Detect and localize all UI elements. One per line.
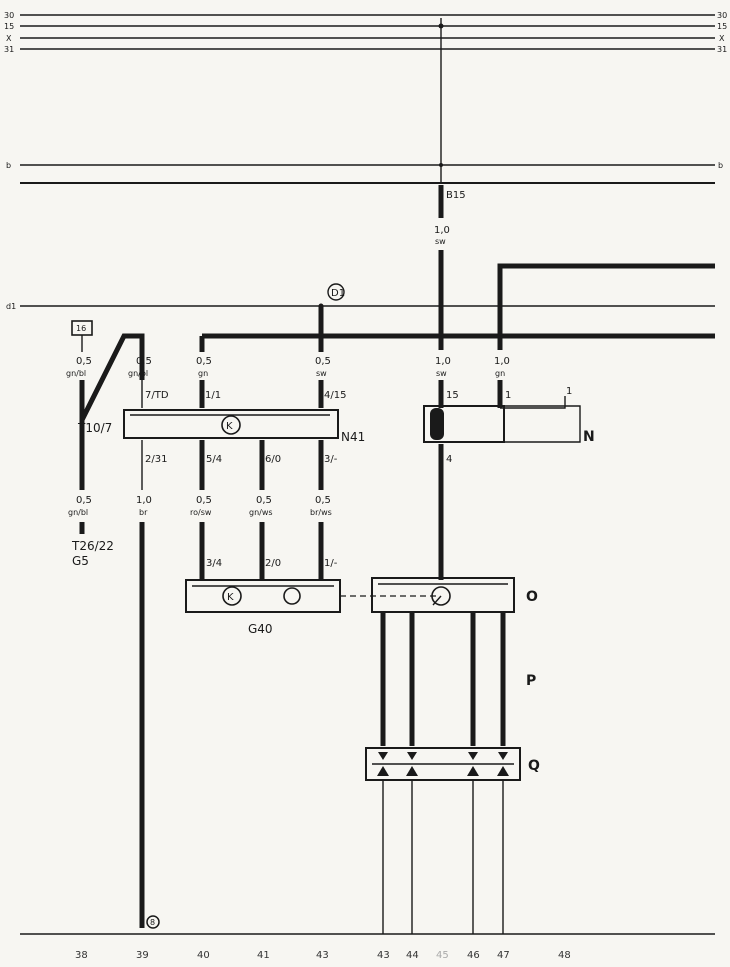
o-label: O: [526, 589, 538, 605]
g40-pin-3-4: 3/4: [206, 558, 222, 569]
svg-text:1,0: 1,0: [136, 495, 152, 506]
wire-top-size: 1,0: [434, 225, 450, 236]
rail-31-left: 31: [4, 45, 14, 54]
svg-text:gn/bl: gn/bl: [66, 369, 86, 378]
col-45: 45: [436, 950, 449, 961]
svg-text:sw: sw: [436, 369, 447, 378]
svg-text:1,0: 1,0: [494, 356, 510, 367]
component-o: O: [371, 577, 538, 613]
rail-x-left: X: [6, 34, 12, 43]
svg-text:gn: gn: [198, 369, 208, 378]
svg-text:0,5: 0,5: [76, 495, 92, 506]
column-numbers: 38 39 40 41 43 43 44 45 46 47 48: [75, 950, 571, 961]
lower-wire-labels: 0,5 gn/bl 1,0 br 0,5 ro/sw 0,5 gn/ws 0,5…: [68, 495, 332, 517]
col-41: 41: [257, 950, 270, 961]
n41-pin-6-0: 6/0: [265, 454, 281, 465]
rail-15-right: 15: [717, 22, 727, 31]
component-n41: K N41 7/TD 1/1 4/15 2/31 5/4 6/0 3/-: [123, 390, 365, 465]
col-43b: 43: [377, 950, 390, 961]
col-44: 44: [406, 950, 419, 961]
svg-text:0,5: 0,5: [76, 356, 92, 367]
q-label: Q: [528, 758, 540, 774]
svg-text:1,0: 1,0: [435, 356, 451, 367]
n41-pin-7td: 7/TD: [145, 390, 169, 401]
svg-text:br: br: [139, 508, 148, 517]
feed-15: B15 1,0 sw: [434, 18, 466, 350]
col-48: 48: [558, 950, 571, 961]
n41-pin-5-4: 5/4: [206, 454, 222, 465]
svg-text:gn: gn: [495, 369, 505, 378]
n-label: N: [583, 429, 595, 445]
col-40: 40: [197, 950, 210, 961]
n41-pin-1-1: 1/1: [205, 390, 221, 401]
rail-31-right: 31: [717, 45, 727, 54]
g40-pin-2-0: 2/0: [265, 558, 281, 569]
n-pin-15: 15: [446, 390, 459, 401]
col-39: 39: [136, 950, 149, 961]
svg-text:16: 16: [76, 324, 86, 333]
n41-label: N41: [341, 430, 365, 444]
svg-text:0,5: 0,5: [196, 495, 212, 506]
g40-k-symbol: K: [227, 592, 234, 603]
bus-rails: 30 15 X 31 30 15 X 31 b b d1: [4, 11, 727, 311]
svg-text:0,5: 0,5: [256, 495, 272, 506]
svg-text:0,5: 0,5: [315, 356, 331, 367]
g40-label: G40: [248, 622, 273, 636]
n41-pin-2-31: 2/31: [145, 454, 167, 465]
rail-d1-label: d1: [6, 302, 16, 311]
svg-text:sw: sw: [316, 369, 327, 378]
rail-b-label-right: b: [718, 161, 723, 170]
junction-b15: B15: [446, 190, 466, 201]
col-38: 38: [75, 950, 88, 961]
ground-point: 8: [146, 915, 160, 929]
component-q: Q: [365, 747, 540, 781]
connector-t10: T10/7: [77, 421, 112, 435]
component-n: N 15 1 1 4: [423, 386, 595, 465]
col-46: 46: [467, 950, 480, 961]
g40-pin-1: 1/-: [324, 558, 338, 569]
connector-t26: T26/22: [71, 539, 114, 553]
svg-text:gn/bl: gn/bl: [68, 508, 88, 517]
rail-x-right: X: [719, 34, 725, 43]
bundle-p: P: [380, 612, 536, 746]
svg-text:gn/ws: gn/ws: [249, 508, 273, 517]
rail-15-left: 15: [4, 22, 14, 31]
p-label: P: [526, 673, 536, 689]
svg-text:D1: D1: [331, 288, 345, 299]
gn-feed-wire: [497, 263, 715, 350]
svg-text:0,5: 0,5: [315, 495, 331, 506]
svg-text:0,5: 0,5: [196, 356, 212, 367]
upper-wire-labels: 0,5 gn/bl 0,5 gn/bl 0,5 gn 0,5 sw 1,0 sw…: [66, 356, 510, 378]
rail-30-right: 30: [717, 11, 727, 20]
rail-30-left: 30: [4, 11, 14, 20]
n41-pin-3: 3/-: [324, 454, 338, 465]
fuse-16: 16: [71, 320, 93, 336]
svg-text:8: 8: [150, 918, 155, 927]
wire-top-color: sw: [435, 237, 446, 246]
sensor-g5: G5: [72, 554, 89, 568]
n-pin-4: 4: [446, 454, 452, 465]
col-43a: 43: [316, 950, 329, 961]
n-pin-1-extra: 1: [566, 386, 572, 397]
n-pin-1: 1: [505, 390, 511, 401]
node-d1: D1: [327, 283, 345, 301]
n41-k-symbol: K: [226, 421, 233, 432]
n41-pin-4-15: 4/15: [324, 390, 346, 401]
svg-text:ro/sw: ro/sw: [190, 508, 212, 517]
rail-b-label: b: [6, 161, 11, 170]
svg-text:br/ws: br/ws: [310, 508, 332, 517]
svg-text:gn/bl: gn/bl: [128, 369, 148, 378]
col-47: 47: [497, 950, 510, 961]
